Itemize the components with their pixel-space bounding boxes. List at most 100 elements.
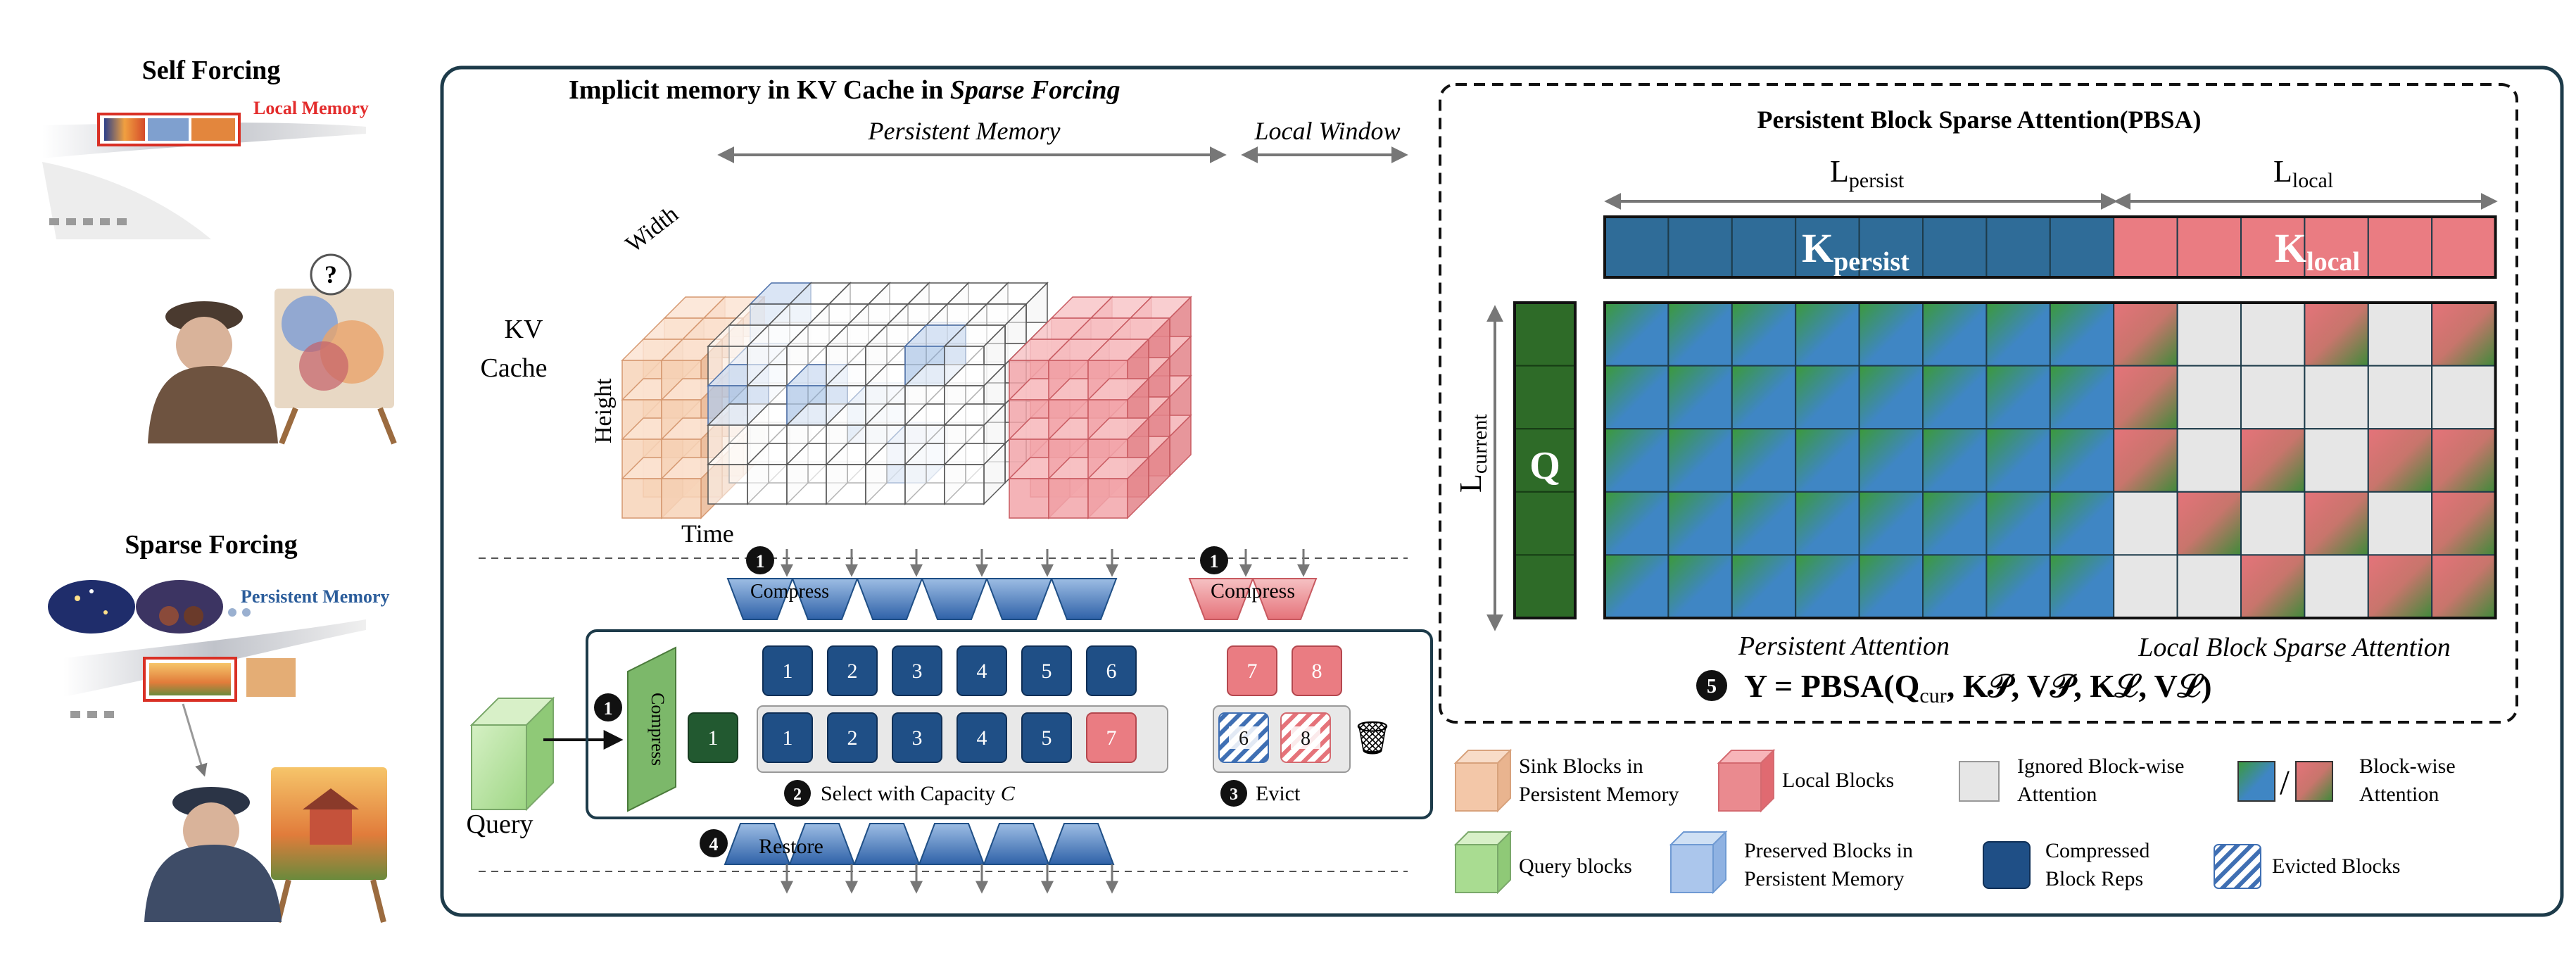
query-block [1514, 491, 1576, 556]
persistent-attention-cell [1922, 491, 1988, 556]
compress-segment-persist [726, 578, 794, 620]
persistent-attention-cell [1731, 428, 1797, 493]
k-persist-block [1795, 216, 1860, 278]
legend-preserved-line1: Preserved Blocks in [1744, 839, 1913, 862]
k-persist-block [1922, 216, 1988, 278]
step-5-badge [1696, 670, 1727, 701]
local-memory-label: Local Memory [253, 98, 369, 118]
legend-preserved-line2: Persistent Memory [1744, 867, 1904, 890]
local-window-label: Local Window [1254, 117, 1400, 145]
pbsa-panel: Persistent Block Sparse Attention(PBSA) … [1439, 83, 2518, 724]
k-local-block [2431, 216, 2496, 278]
cache-down-arrows [781, 549, 1310, 577]
persistent-attention-cell [1858, 491, 1924, 556]
legend: Sink Blocks in Persistent Memory Local Bl… [1453, 748, 2456, 895]
local-attention-cell [2113, 365, 2178, 430]
local-attention-cell [2431, 491, 2496, 556]
block-label: 7 [1106, 726, 1117, 750]
local-attention-cell [2240, 554, 2306, 619]
equation-main: Y = PBSA(Q [1744, 668, 1919, 704]
ignored-attention-cell [2176, 554, 2242, 619]
k-local-block [2113, 216, 2178, 278]
persistent-attention-cell [2049, 302, 2115, 367]
query-column-border [1513, 301, 1577, 619]
compressed-block-rep: 4 [956, 645, 1007, 696]
legend-sink-line1: Sink Blocks in [1519, 755, 1643, 778]
question-mark-icon: ? [324, 260, 337, 289]
step-2-number: 2 [793, 786, 802, 804]
query-compress-trapezoid [627, 646, 676, 812]
persistent-attention-cell [1985, 428, 2051, 493]
legend-ignored-line2: Attention [2017, 783, 2097, 806]
l-local-sub: local [2292, 169, 2333, 192]
persistent-attention-cell [1731, 554, 1797, 619]
local-block-sparse-attention-label: Local Block Sparse Attention [2138, 633, 2451, 662]
persistent-attention-cell [1985, 491, 2051, 556]
persistent-memory-label-left: Persistent Memory [241, 586, 390, 607]
legend-query-text: Query blocks [1519, 855, 1632, 878]
kv-cube-grid [621, 282, 1192, 519]
local-block-rep: 7 [1227, 645, 1277, 696]
persistent-attention-cell [1922, 365, 1988, 430]
persistent-attention-cell [1858, 365, 1924, 430]
l-persist-main: L [1830, 154, 1849, 189]
persistent-attention-cell [1604, 428, 1669, 493]
persistent-attention-cell [1922, 428, 1988, 493]
step-1-number-local: 1 [1210, 551, 1219, 572]
query-block [1514, 554, 1576, 619]
select-label-text: Select with Capacity [821, 782, 1001, 805]
evicted-block: 6 [1218, 712, 1269, 763]
selected-block: 5 [1021, 712, 1072, 763]
block-label: 7 [1247, 660, 1258, 683]
persistent-attention-cell [2049, 365, 2115, 430]
persistent-attention-cell [1985, 302, 2051, 367]
query-compressed-block [688, 712, 738, 763]
block-label: 4 [977, 660, 987, 683]
local-attention-cell [2431, 428, 2496, 493]
k-local-block [2176, 216, 2242, 278]
legend-blockwise-red-swatch [2295, 761, 2333, 802]
step-1-badge-local [1200, 546, 1228, 574]
legend-local-swatch [1717, 748, 1776, 813]
local-attention-cell [2367, 554, 2433, 619]
legend-slash: / [2280, 762, 2290, 802]
left-illustration-panel: Self Forcing Local Memory [42, 56, 397, 923]
persistent-attention-cell [2049, 428, 2115, 493]
block-label: 8 [1301, 728, 1311, 750]
block-label: 2 [847, 726, 858, 750]
persistent-attention-cell [1604, 491, 1669, 556]
l-local-main: L [2273, 154, 2292, 189]
cache-label: Cache [481, 353, 548, 383]
cache-cube-cell [1087, 456, 1150, 519]
block-label: 1 [783, 660, 793, 683]
restore-down-arrows [781, 864, 1118, 894]
legend-compressed-swatch [1983, 841, 2031, 889]
persistent-attention-cell [1858, 554, 1924, 619]
block-label: 4 [977, 726, 987, 750]
query-block [1514, 302, 1576, 367]
evict-label: Evict [1256, 782, 1301, 805]
pbsa-equation: Y = PBSA(Qcur, K𝒫, V𝒫, Kℒ, Vℒ) [1744, 668, 2212, 707]
k-local-block [2367, 216, 2433, 278]
sparse-forcing-film-strip [48, 580, 366, 777]
k-local-label: Klocal [2275, 225, 2360, 277]
kv-panel-title-italic: Sparse Forcing [950, 75, 1120, 105]
time-label: Time [681, 519, 734, 548]
attention-grid-border [1603, 301, 2497, 619]
legend-local-text: Local Blocks [1782, 769, 1894, 792]
width-label: Width [621, 201, 683, 258]
compressed-block-rep: 1 [762, 645, 813, 696]
sparse-forcing-title: Sparse Forcing [125, 530, 297, 560]
compress-segment-persist [921, 578, 988, 620]
ignored-attention-cell [2367, 365, 2433, 430]
key-row [1603, 215, 2497, 279]
pbsa-title: Persistent Block Sparse Attention(PBSA) [1757, 106, 2202, 134]
local-attention-cell [2304, 491, 2369, 556]
compress-segment-local [1188, 578, 1254, 620]
legend-blockwise-line2: Attention [2359, 783, 2439, 806]
block-label: 3 [912, 726, 923, 750]
persistent-attention-cell [1858, 302, 1924, 367]
local-attention-cell [2240, 428, 2306, 493]
legend-compressed-line2: Block Reps [2045, 867, 2143, 890]
